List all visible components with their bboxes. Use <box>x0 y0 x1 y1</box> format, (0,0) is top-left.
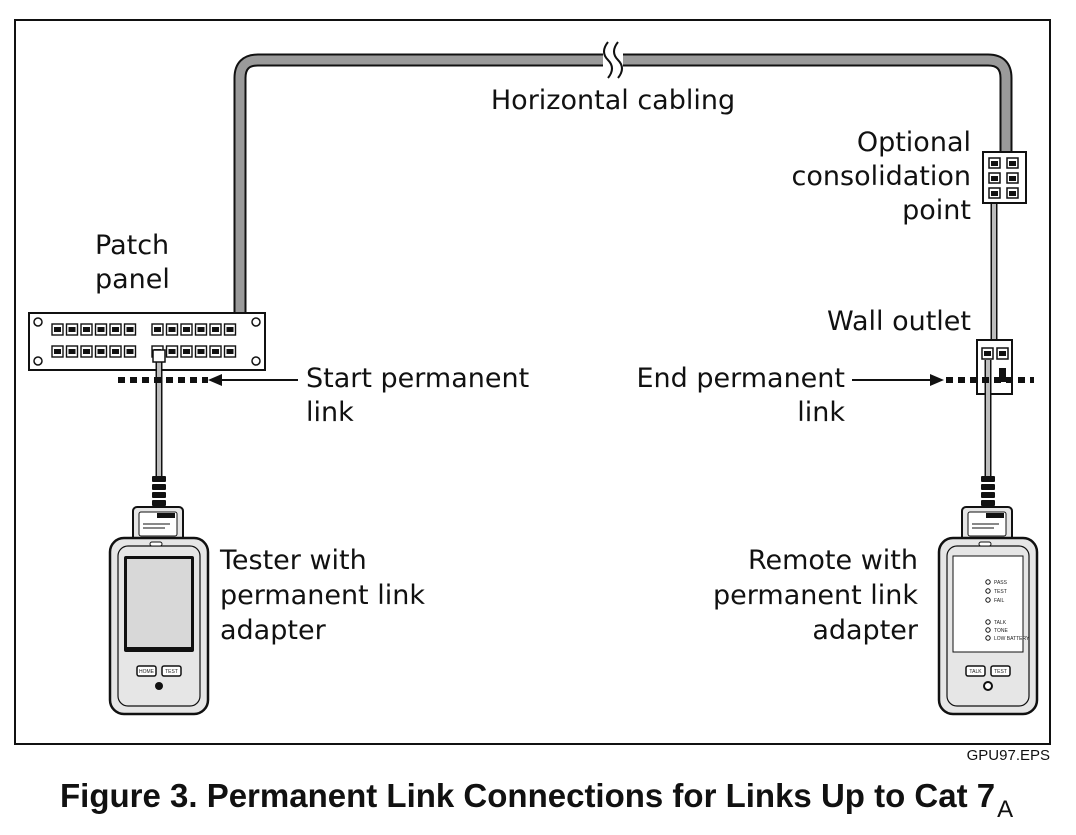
optional-consolidation-label-line2: consolidation <box>792 161 971 192</box>
patch-panel-port-contact <box>97 349 105 354</box>
consolidation-point-box <box>982 151 1027 204</box>
patch-panel-port-contact <box>126 327 134 332</box>
patch-panel-label-line2: panel <box>95 264 170 295</box>
patch-panel-port-contact <box>197 327 205 332</box>
tester-label-line2: permanent link <box>220 580 425 611</box>
figure-caption-main: Figure 3. Permanent Link Connections for… <box>60 777 995 814</box>
patch-panel-port-contact <box>168 349 176 354</box>
patch-panel-port-contact <box>112 327 119 332</box>
patch-panel-port-contact <box>112 349 119 354</box>
patch-panel-port-contact <box>54 327 61 332</box>
patch-panel-port-contact <box>168 327 176 332</box>
remote-indicator-1: TEST <box>994 589 1007 595</box>
tester-home-button-label: HOME <box>139 669 155 675</box>
patch-panel-port-contact <box>83 327 90 332</box>
patch-panel-port-contact <box>197 349 205 354</box>
patch-panel <box>28 312 266 371</box>
wall-outlet-label: Wall outlet <box>827 306 971 337</box>
figure-frame <box>14 19 1051 745</box>
remote-label-line1: Remote with <box>748 545 918 576</box>
remote-test-button-label: TEST <box>994 669 1007 675</box>
patch-panel-port-contact <box>97 327 105 332</box>
patch-panel-port-contact <box>68 327 76 332</box>
tester-device: HOME TEST <box>108 506 210 716</box>
remote-indicator-5: LOW BATTERY <box>994 636 1030 642</box>
tester-cord <box>152 349 166 506</box>
horizontal-cabling-label: Horizontal cabling <box>491 85 735 116</box>
remote-indicator-3: TALK <box>994 620 1007 626</box>
figure-code: GPU97.EPS <box>967 747 1050 764</box>
tester-label-line3: adapter <box>220 615 327 646</box>
remote-indicator-4: TONE <box>994 628 1008 634</box>
end-permanent-link-label-line2: link <box>797 397 845 428</box>
remote-talk-button-label: TALK <box>969 669 982 675</box>
wall-outlet <box>976 339 1013 395</box>
start-permanent-link-label-line1: Start permanent <box>306 363 529 394</box>
remote-indicator-2: FAIL <box>994 598 1005 604</box>
figure-caption-subscript: A <box>997 796 1013 823</box>
start-permanent-link-label-line2: link <box>306 397 354 428</box>
start-link-marker <box>118 374 298 386</box>
tester-test-button-label: TEST <box>165 669 178 675</box>
patch-panel-port-contact <box>68 349 76 354</box>
end-link-marker <box>852 374 1034 386</box>
optional-consolidation-label-line3: point <box>902 195 971 226</box>
patch-panel-port-contact <box>154 327 161 332</box>
patch-panel-port-contact <box>126 349 134 354</box>
remote-label-line2: permanent link <box>713 580 918 611</box>
figure-caption: Figure 3. Permanent Link Connections for… <box>60 777 1013 823</box>
remote-device: PASS TEST FAIL TALK TONE LOW BATTERY TAL… <box>937 506 1039 716</box>
tester-label-line1: Tester with <box>219 545 367 576</box>
remote-indicator-0: PASS <box>994 580 1008 586</box>
patch-panel-port-contact <box>226 349 234 354</box>
remote-label-line3: adapter <box>812 615 919 646</box>
patch-panel-label-line1: Patch <box>95 230 169 261</box>
patch-panel-port-contact <box>212 327 219 332</box>
patch-panel-port-contact <box>54 349 61 354</box>
patch-panel-port-contact <box>183 349 190 354</box>
patch-panel-port-contact <box>183 327 190 332</box>
patch-panel-port-contact <box>83 349 90 354</box>
optional-consolidation-label-line1: Optional <box>857 127 971 158</box>
end-permanent-link-label-line1: End permanent <box>636 363 845 394</box>
patch-panel-port-contact <box>212 349 219 354</box>
patch-panel-port-contact <box>226 327 234 332</box>
horizontal-cable <box>233 41 1013 318</box>
